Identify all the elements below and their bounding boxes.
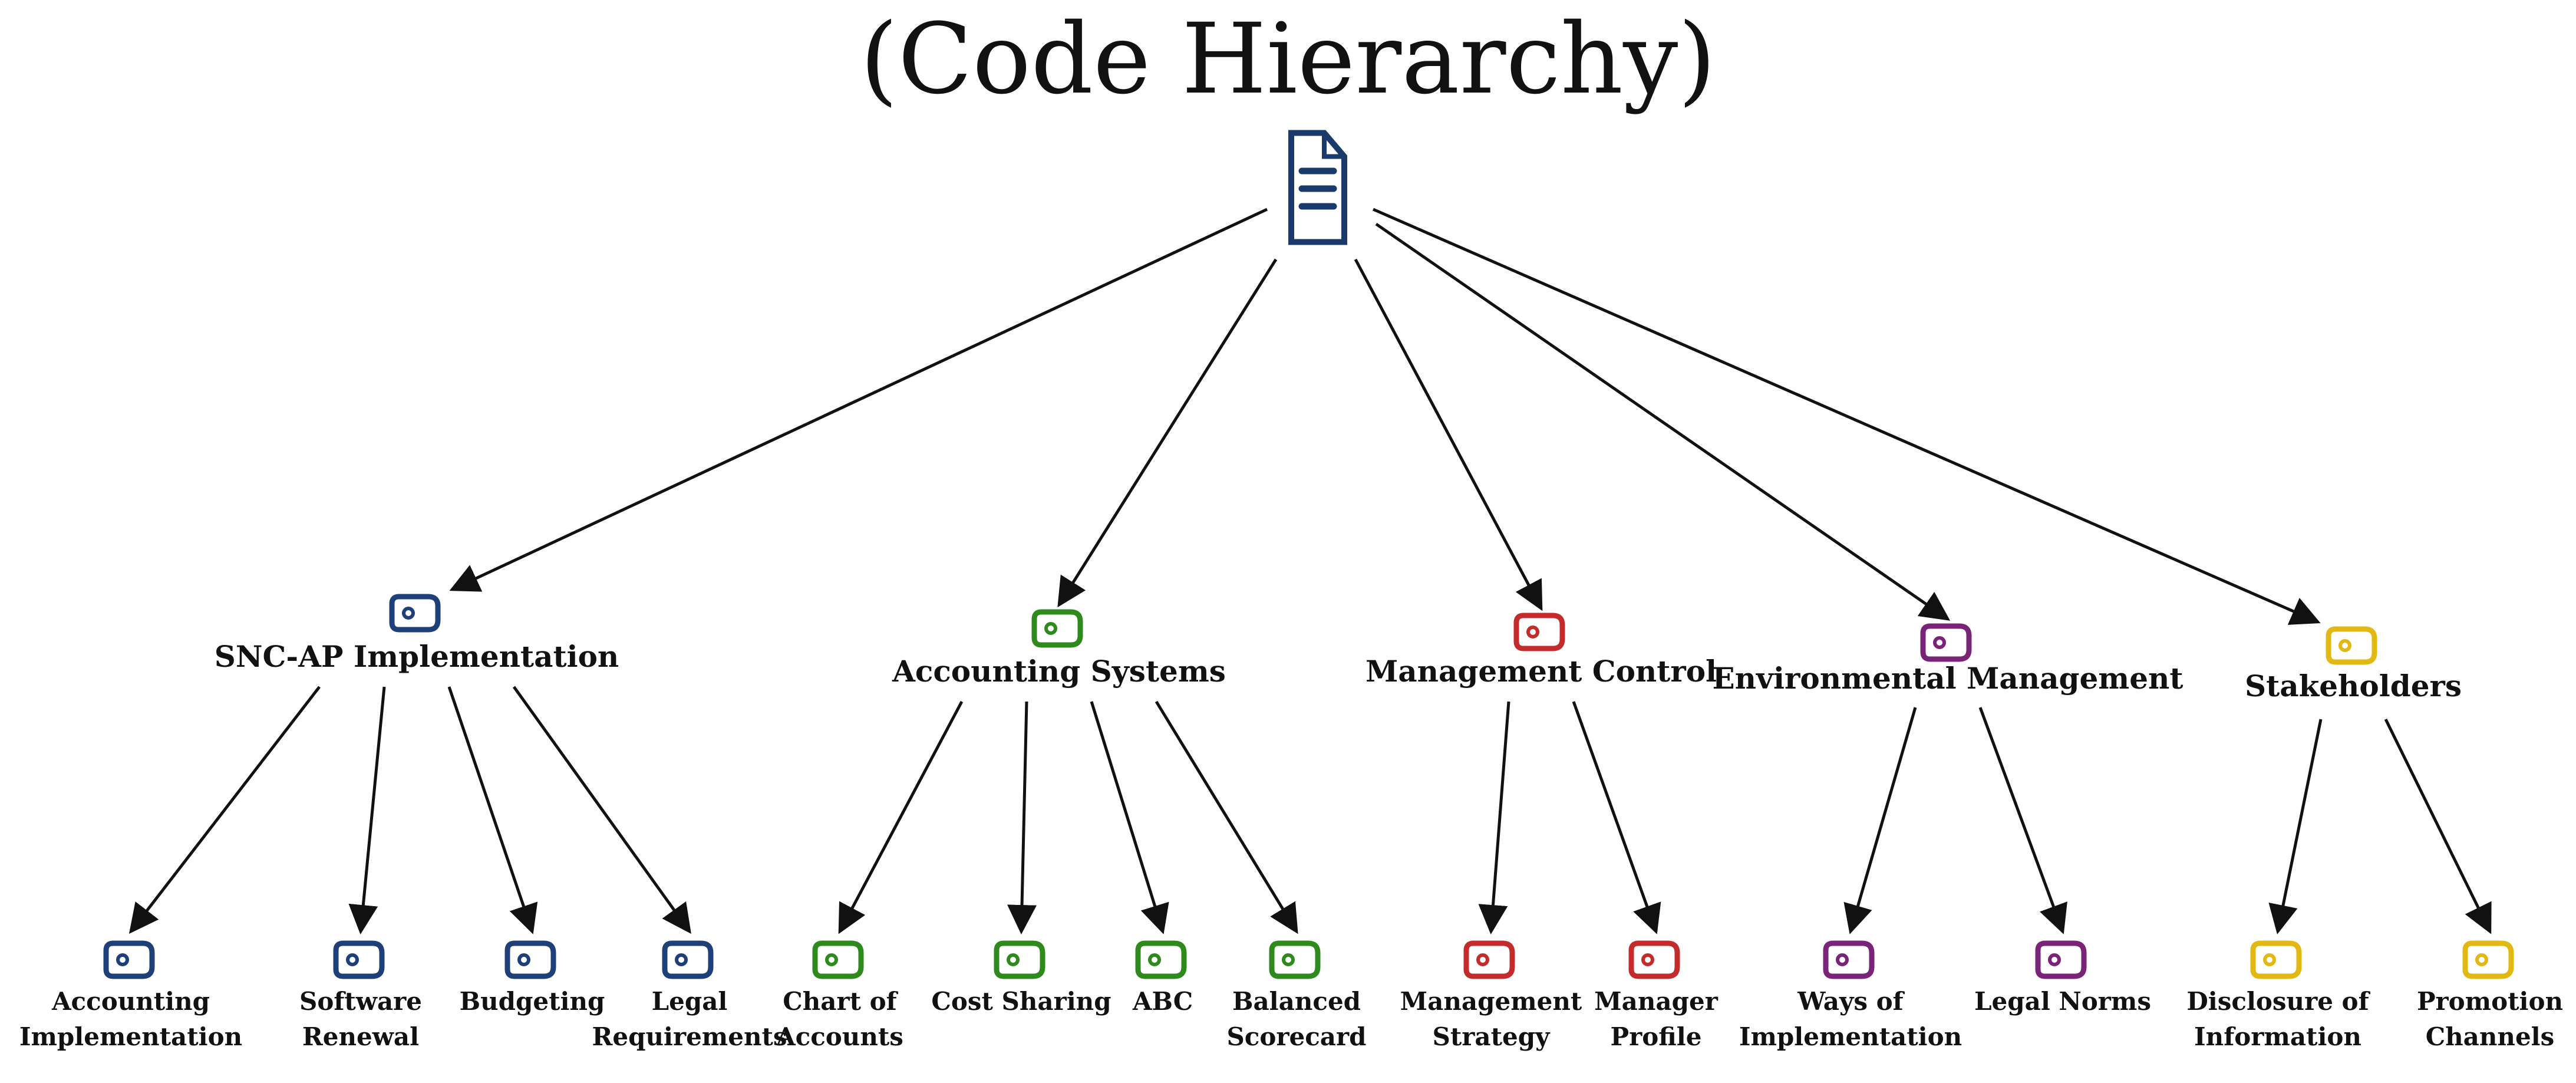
code-tag-icon xyxy=(103,940,155,979)
code-label: Ways of Implementation xyxy=(1739,987,1962,1051)
edge-category-to-code xyxy=(2268,719,2323,934)
edge-category-to-code xyxy=(838,700,964,934)
category-label: Environmental Management xyxy=(1712,661,2184,696)
edge-category-to-code xyxy=(1843,707,1917,934)
code-tag-icon xyxy=(1920,623,1972,662)
code-tag-icon xyxy=(1269,940,1321,979)
code-tag-icon xyxy=(1513,613,1565,651)
edge-root-to-category xyxy=(1372,208,2321,625)
edge-category-to-code xyxy=(1572,701,1661,934)
category-label: Management Control xyxy=(1365,654,1717,689)
code-label: Cost Sharing xyxy=(931,987,1111,1016)
code-label: Legal Norms xyxy=(1974,987,2152,1016)
code-label: Manager Profile xyxy=(1594,987,1718,1051)
edge-category-to-code xyxy=(128,686,321,934)
edge-root-to-category xyxy=(1375,222,1951,621)
code-tag-icon xyxy=(1031,609,1083,648)
code-tag-icon xyxy=(1628,940,1680,979)
code-tag-icon xyxy=(662,940,714,979)
code-label: Budgeting xyxy=(459,987,605,1016)
code-label: Chart of Accounts xyxy=(776,987,903,1051)
nodes xyxy=(103,130,2514,979)
edge-category-to-code xyxy=(348,686,386,934)
code-tag-icon xyxy=(504,940,556,979)
edge-root-to-category xyxy=(1354,258,1543,611)
code-label: Accounting Implementation xyxy=(19,987,243,1051)
edge-category-to-code xyxy=(1007,701,1037,934)
edge-category-to-code xyxy=(512,686,691,934)
code-label: Legal Requirements xyxy=(592,987,787,1051)
edges xyxy=(128,208,2492,934)
category-label: Stakeholders xyxy=(2244,669,2462,703)
code-tag-icon xyxy=(1823,940,1875,979)
code-tag-icon xyxy=(1463,940,1515,979)
edge-category-to-code xyxy=(1478,701,1510,934)
document-icon xyxy=(1288,130,1347,245)
code-tag-icon xyxy=(333,940,385,979)
code-label: Disclosure of Information xyxy=(2186,987,2369,1051)
code-tag-icon xyxy=(812,940,864,979)
edge-root-to-category xyxy=(1057,258,1278,608)
edge-category-to-code xyxy=(1155,700,1298,934)
code-tag-icon xyxy=(1135,940,1187,979)
code-label: Promotion Channels xyxy=(2416,987,2564,1051)
code-tag-icon xyxy=(2250,940,2302,979)
edge-category-to-code xyxy=(447,686,538,934)
category-label: Accounting Systems xyxy=(892,654,1226,689)
code-tag-icon xyxy=(2035,940,2087,979)
diagram-title: (Code Hierarchy) xyxy=(860,2,1716,116)
code-label: Software Renewal xyxy=(299,987,423,1051)
code-label: ABC xyxy=(1132,987,1193,1016)
code-tag-icon xyxy=(2462,940,2514,979)
edge-category-to-code xyxy=(1090,701,1169,934)
edge-category-to-code xyxy=(1978,707,2067,934)
code-tag-icon xyxy=(2326,626,2377,665)
code-tag-icon xyxy=(389,594,441,633)
code-label: Management Strategy xyxy=(1400,987,1582,1051)
edge-category-to-code xyxy=(2384,718,2492,934)
edge-root-to-category xyxy=(449,208,1268,592)
code-tag-icon xyxy=(994,940,1045,979)
category-label: SNC-AP Implementation xyxy=(214,639,619,674)
code-label: Balanced Scorecard xyxy=(1226,987,1367,1051)
